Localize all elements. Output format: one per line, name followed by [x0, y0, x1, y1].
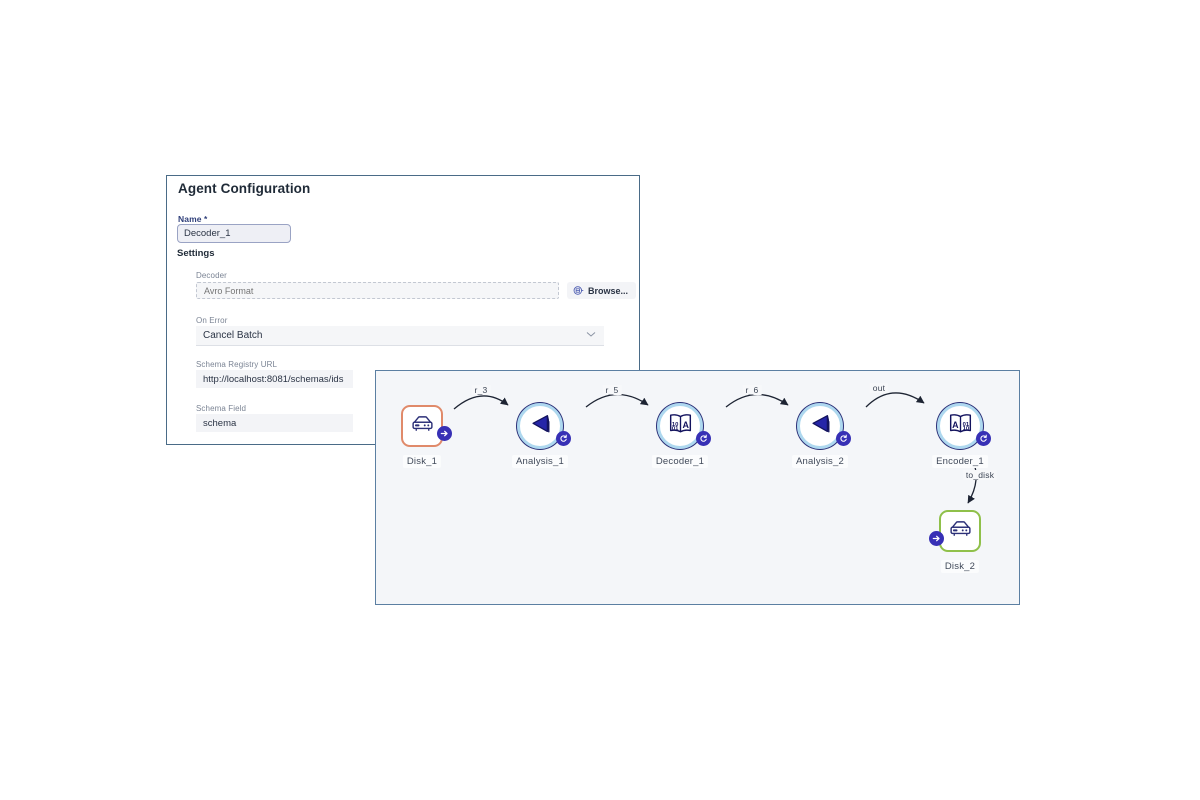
decoder-input[interactable]	[196, 282, 559, 299]
on-error-field-label: On Error	[196, 316, 228, 325]
encoder-book-icon: A 01 10	[948, 412, 973, 440]
node-shape	[939, 510, 981, 552]
svg-text:01: 01	[671, 426, 678, 432]
on-error-select[interactable]: Cancel Batch	[196, 326, 604, 346]
browse-button-label: Browse...	[588, 285, 629, 296]
edge-label-r-3: r_3	[471, 385, 491, 395]
decoder-book-icon: 10 01 A	[668, 412, 693, 440]
svg-text:01: 01	[962, 422, 969, 428]
edge-line	[865, 392, 925, 408]
browse-module-icon	[573, 285, 584, 296]
node-shape	[401, 405, 443, 447]
schema-registry-url-label: Schema Registry URL	[196, 360, 278, 369]
svg-text:A: A	[952, 420, 959, 430]
browse-button[interactable]: Browse...	[567, 282, 637, 299]
funnel-analysis-icon	[528, 412, 552, 441]
arrow-right-badge	[437, 426, 452, 441]
node-label: Encoder_1	[932, 455, 988, 468]
edge-label-r-5: r_5	[602, 385, 622, 395]
node-shape	[797, 403, 843, 449]
svg-text:10: 10	[962, 426, 969, 432]
node-label: Disk_1	[402, 455, 442, 468]
svg-text:A: A	[682, 420, 689, 430]
node-label: Disk_2	[940, 560, 980, 573]
node-shape: A 01 10	[937, 403, 983, 449]
disk-drive-icon	[410, 414, 435, 439]
disk-drive-icon	[948, 519, 973, 544]
settings-section-label: Settings	[177, 248, 215, 259]
on-error-value: Cancel Batch	[203, 330, 263, 341]
edge-label-r-6: r_6	[742, 385, 762, 395]
edge-label-to-disk: to_disk	[962, 470, 998, 480]
name-field-label: Name *	[178, 214, 208, 224]
pipeline-graph-panel[interactable]: Disk_1 Analysis_1	[375, 370, 1020, 605]
node-label: Analysis_2	[792, 455, 848, 468]
edge-line	[453, 395, 509, 410]
arrow-right-badge	[929, 531, 944, 546]
schema-field-label: Schema Field	[196, 404, 247, 413]
schema-field-input[interactable]	[196, 414, 353, 432]
node-label: Analysis_1	[512, 455, 568, 468]
schema-registry-url-input[interactable]	[196, 370, 353, 388]
edge-label-out: out	[869, 383, 889, 393]
refresh-badge	[556, 431, 571, 446]
funnel-analysis-icon	[808, 412, 832, 441]
refresh-badge	[976, 431, 991, 446]
pipeline-edges	[453, 392, 977, 504]
agent-configuration-panel: Agent Configuration Name * Settings Deco…	[166, 175, 640, 445]
refresh-badge	[836, 431, 851, 446]
edge-line	[725, 393, 789, 408]
node-label: Decoder_1	[651, 455, 709, 468]
edge-line	[585, 393, 649, 408]
decoder-field-label: Decoder	[196, 271, 227, 280]
node-shape	[517, 403, 563, 449]
node-shape: 10 01 A	[657, 403, 703, 449]
chevron-down-icon	[586, 331, 596, 340]
page-title: Agent Configuration	[178, 181, 311, 196]
refresh-badge	[696, 431, 711, 446]
svg-text:10: 10	[671, 422, 678, 428]
name-input[interactable]	[177, 224, 291, 243]
